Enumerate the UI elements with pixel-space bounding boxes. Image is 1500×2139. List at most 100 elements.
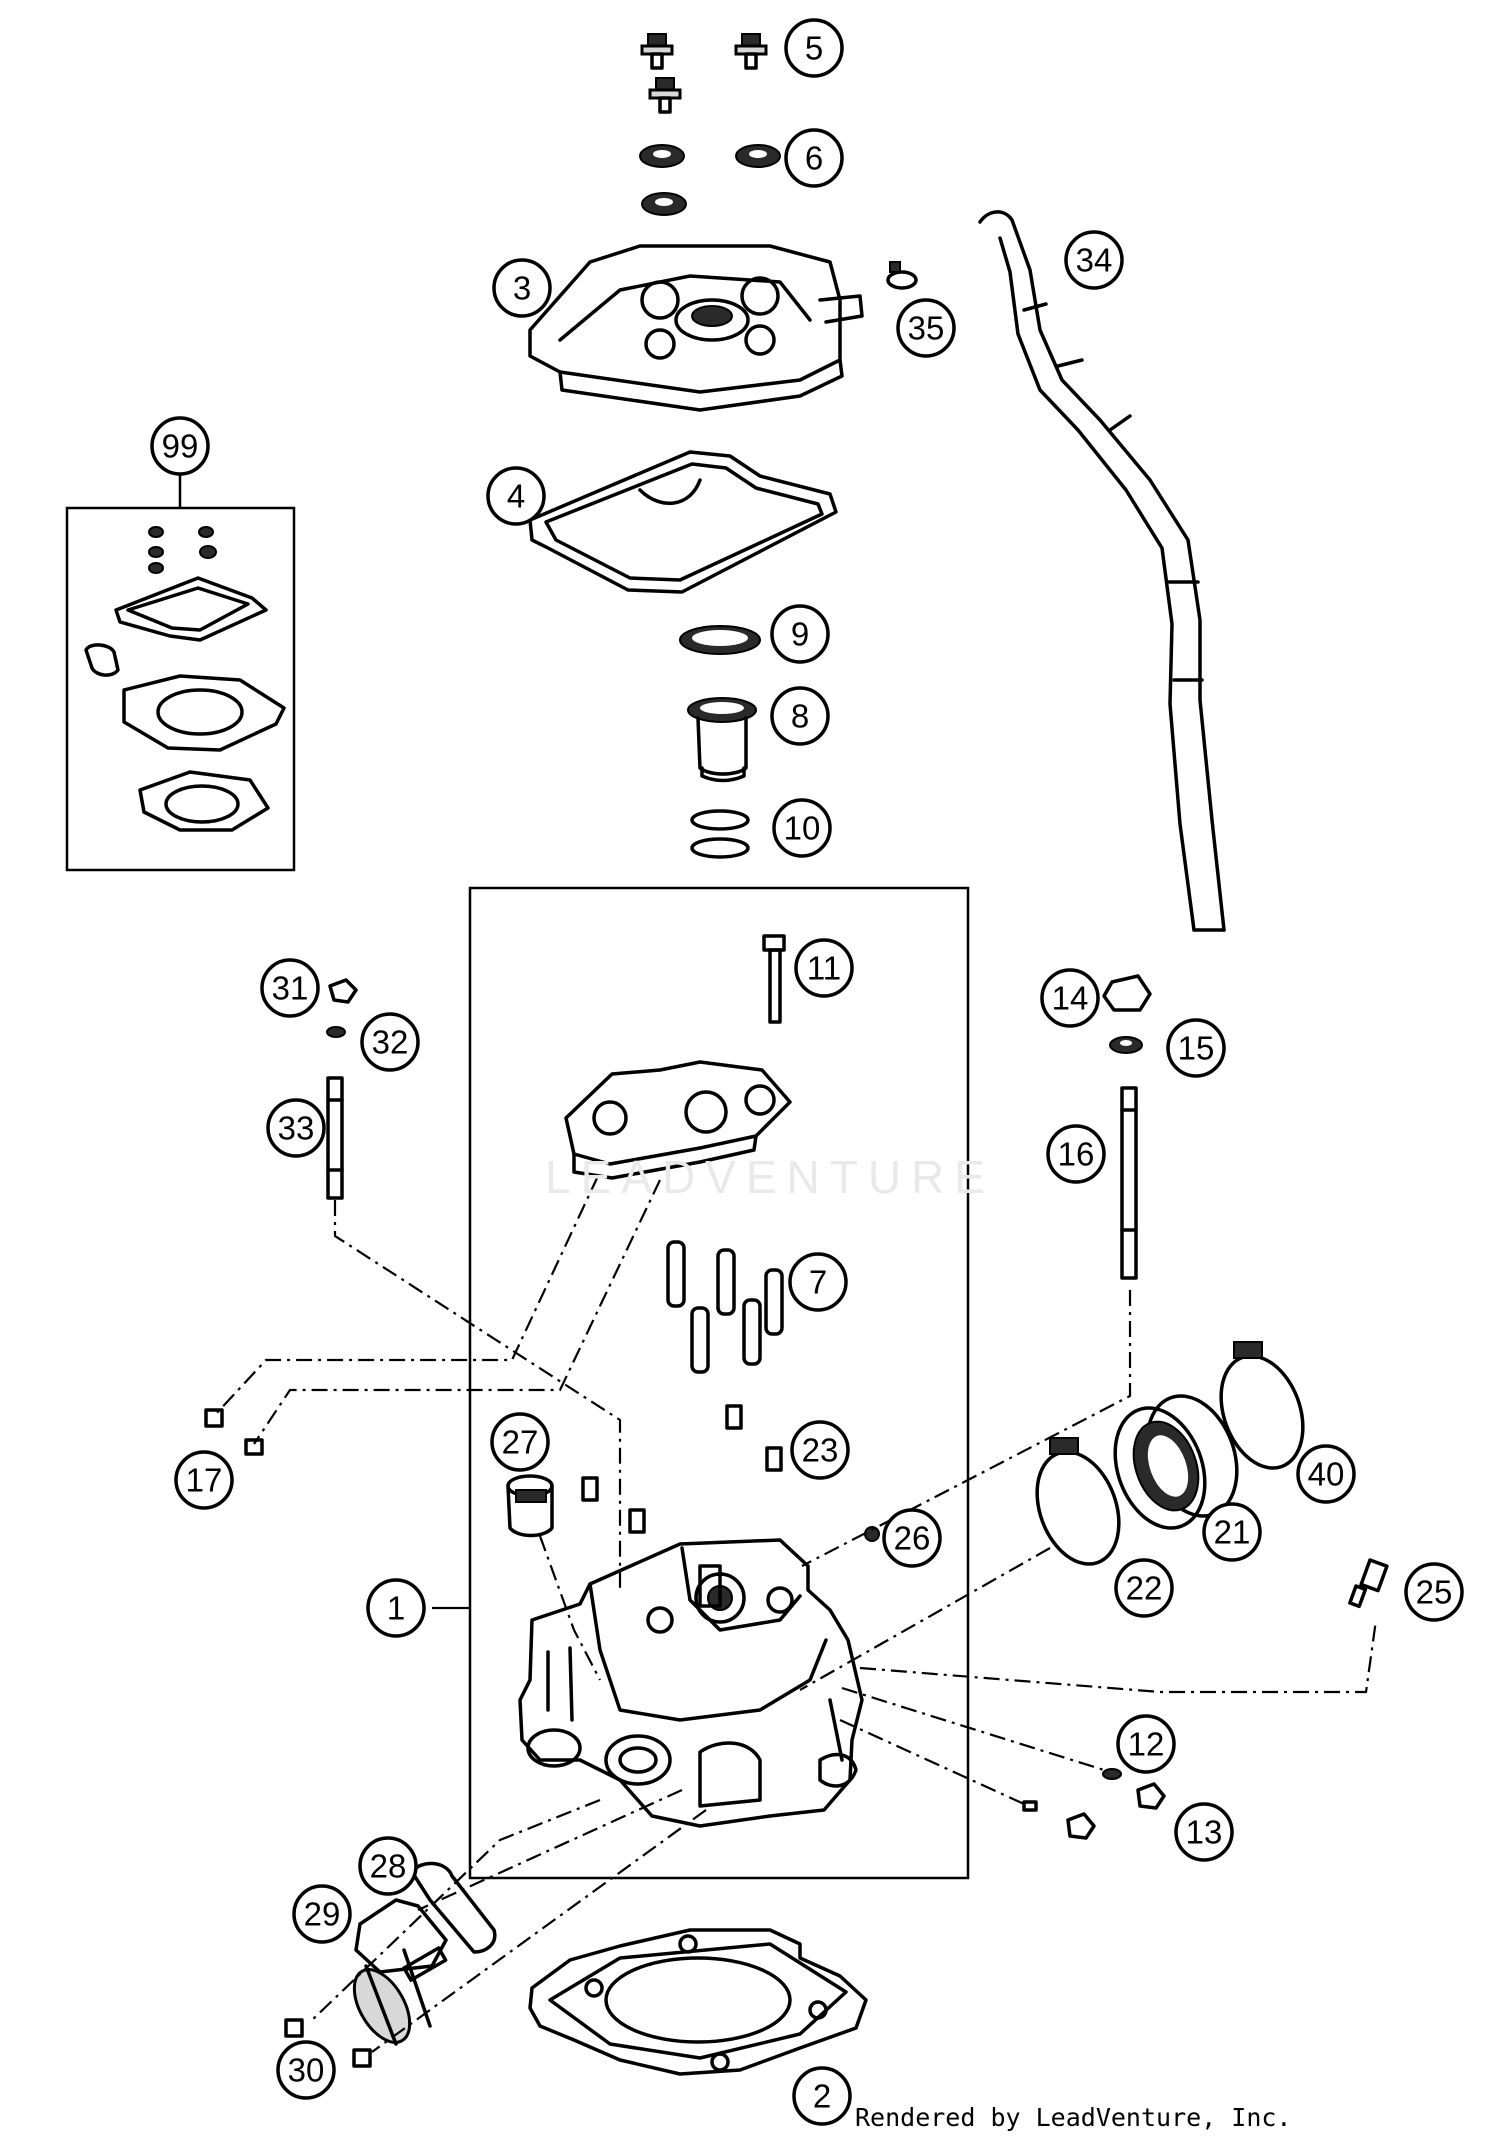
- part-gasket-28: [410, 1861, 497, 1954]
- callout-23[interactable]: 23: [790, 1420, 850, 1480]
- callout-99[interactable]: 99: [150, 416, 210, 476]
- part-clamp-40: [1219, 1341, 1305, 1470]
- part-cylinder-head-1: [518, 1538, 864, 1828]
- callout-9[interactable]: 9: [770, 604, 830, 664]
- part-gasket-kit-99: [84, 526, 286, 832]
- svg-text:11: 11: [807, 950, 841, 987]
- svg-text:34: 34: [1076, 242, 1113, 279]
- callout-34[interactable]: 34: [1064, 230, 1124, 290]
- callout-26[interactable]: 26: [882, 1508, 942, 1568]
- part-nut-31: [328, 978, 358, 1004]
- callout-17[interactable]: 17: [174, 1450, 234, 1510]
- part-hose-clamp-35: [886, 261, 918, 290]
- callout-28[interactable]: 28: [358, 1836, 418, 1896]
- part-washer-15: [1109, 1036, 1143, 1054]
- part-stud-16: [1120, 1086, 1138, 1280]
- callout-13[interactable]: 13: [1174, 1802, 1234, 1862]
- part-plug-with-washer: [1022, 1800, 1096, 1840]
- callout-29[interactable]: 29: [292, 1884, 352, 1944]
- part-screws-30: [284, 2018, 372, 2068]
- part-o-rings-10: [690, 809, 750, 859]
- part-cover-gasket-4: [528, 450, 838, 594]
- svg-text:14: 14: [1052, 980, 1089, 1017]
- svg-text:5: 5: [805, 30, 823, 67]
- callout-40[interactable]: 40: [1296, 1444, 1356, 1504]
- svg-text:40: 40: [1308, 1456, 1345, 1493]
- svg-text:2: 2: [813, 2078, 831, 2115]
- callout-3[interactable]: 3: [492, 258, 552, 318]
- callout-16[interactable]: 16: [1046, 1124, 1106, 1184]
- part-valve-guides-7: [666, 1240, 784, 1374]
- part-seal-ring-12: [1102, 1768, 1122, 1780]
- callout-33[interactable]: 33: [266, 1098, 326, 1158]
- callout-21[interactable]: 21: [1202, 1502, 1262, 1562]
- svg-text:31: 31: [272, 970, 309, 1007]
- svg-text:25: 25: [1416, 1574, 1453, 1611]
- callout-6[interactable]: 6: [784, 128, 844, 188]
- part-flange-29: [352, 1898, 448, 2046]
- part-nut-14: [1102, 974, 1152, 1012]
- part-screws-17: [204, 1408, 264, 1456]
- callout-25[interactable]: 25: [1404, 1562, 1464, 1622]
- svg-text:3: 3: [513, 270, 531, 307]
- svg-text:21: 21: [1214, 1514, 1251, 1551]
- callout-5[interactable]: 5: [784, 18, 844, 78]
- part-spark-plug-shaft-seal-8: [687, 697, 757, 783]
- part-stud-33: [326, 1076, 344, 1200]
- part-breather-hose-34: [978, 210, 1226, 932]
- svg-text:26: 26: [894, 1520, 931, 1557]
- part-clamp-22: [1035, 1437, 1121, 1566]
- svg-text:35: 35: [908, 310, 945, 347]
- part-dowel-pins-23: [581, 1404, 783, 1534]
- render-credit: Rendered by LeadVenture, Inc.: [855, 2103, 1292, 2132]
- callout-7[interactable]: 7: [788, 1252, 848, 1312]
- callout-15[interactable]: 15: [1166, 1018, 1226, 1078]
- callout-8[interactable]: 8: [770, 686, 830, 746]
- part-sensor-25: [1348, 1558, 1389, 1609]
- callout-35[interactable]: 35: [896, 298, 956, 358]
- callout-14[interactable]: 14: [1040, 968, 1100, 1028]
- svg-text:28: 28: [370, 1848, 407, 1885]
- callout-1[interactable]: 1: [366, 1578, 426, 1638]
- svg-text:17: 17: [186, 1462, 223, 1499]
- svg-text:99: 99: [162, 428, 199, 465]
- svg-text:27: 27: [502, 1424, 539, 1461]
- part-washer-32: [326, 1026, 346, 1038]
- callout-31[interactable]: 31: [260, 958, 320, 1018]
- svg-text:13: 13: [1186, 1814, 1223, 1851]
- part-seal-washers-6: [639, 144, 781, 216]
- cylinder-head-assembly-frame: [468, 886, 970, 1880]
- svg-text:15: 15: [1178, 1030, 1215, 1067]
- svg-text:7: 7: [809, 1264, 827, 1301]
- svg-text:22: 22: [1126, 1570, 1163, 1607]
- callout-2[interactable]: 2: [792, 2066, 852, 2126]
- part-head-gasket-2: [528, 1928, 868, 2076]
- callout-27[interactable]: 27: [490, 1412, 550, 1472]
- svg-text:12: 12: [1128, 1726, 1165, 1763]
- svg-text:6: 6: [805, 140, 823, 177]
- svg-text:32: 32: [372, 1024, 409, 1061]
- callout-32[interactable]: 32: [360, 1012, 420, 1072]
- callout-30[interactable]: 30: [276, 2040, 336, 2100]
- callout-10[interactable]: 10: [772, 798, 832, 858]
- part-bolt-11: [762, 934, 786, 1024]
- callout-11[interactable]: 11: [794, 938, 854, 998]
- svg-text:33: 33: [278, 1110, 315, 1147]
- svg-text:16: 16: [1058, 1136, 1095, 1173]
- svg-text:1: 1: [387, 1590, 405, 1627]
- part-camshaft-bridge: [564, 1060, 792, 1180]
- callout-12[interactable]: 12: [1116, 1714, 1176, 1774]
- svg-text:8: 8: [791, 698, 809, 735]
- part-plug-27: [506, 1474, 554, 1538]
- callout-4[interactable]: 4: [486, 466, 546, 526]
- part-seal-ring-9: [679, 625, 761, 655]
- svg-text:9: 9: [791, 616, 809, 653]
- svg-text:29: 29: [304, 1896, 341, 1933]
- svg-text:10: 10: [784, 810, 821, 847]
- callout-22[interactable]: 22: [1114, 1558, 1174, 1618]
- part-bolts-5: [640, 33, 768, 114]
- part-plug-screw-13: [1136, 1782, 1166, 1810]
- part-valve-cover-3: [528, 244, 864, 412]
